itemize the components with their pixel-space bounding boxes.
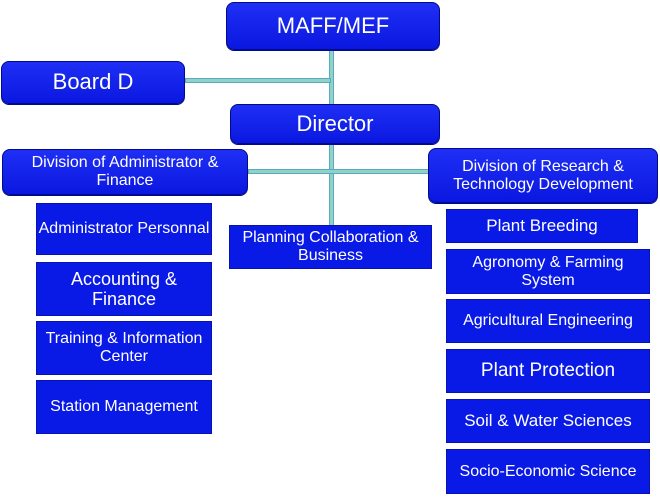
board-box: Board D bbox=[1, 61, 185, 104]
maff-mef-label: MAFF/MEF bbox=[276, 12, 390, 38]
admin-unit-accounting-finance: Accounting & Finance bbox=[36, 262, 212, 316]
admin-unit-label: Training & Information Center bbox=[45, 330, 203, 365]
connector-board bbox=[185, 78, 331, 83]
director-label: Director bbox=[296, 110, 374, 136]
research-unit-soil-water: Soil & Water Sciences bbox=[446, 399, 650, 443]
admin-unit-label: Administrator Personnal bbox=[38, 220, 210, 238]
research-unit-plant-breeding: Plant Breeding bbox=[446, 209, 638, 243]
admin-unit-station-management: Station Management bbox=[36, 380, 212, 434]
connector-top-director bbox=[329, 48, 334, 106]
research-unit-label: Plant Breeding bbox=[486, 216, 598, 236]
maff-mef-box: MAFF/MEF bbox=[226, 2, 440, 50]
research-unit-agronomy: Agronomy & Farming System bbox=[446, 249, 650, 294]
admin-unit-training-information: Training & Information Center bbox=[36, 321, 212, 375]
research-division-box: Division of Research & Technology Develo… bbox=[428, 148, 658, 203]
research-unit-agricultural-engineering: Agricultural Engineering bbox=[446, 299, 650, 343]
research-unit-label: Soil & Water Sciences bbox=[464, 411, 632, 431]
research-unit-label: Agronomy & Farming System bbox=[472, 253, 624, 289]
research-unit-label: Agricultural Engineering bbox=[463, 312, 633, 330]
connector-divisions bbox=[248, 169, 430, 174]
planning-box: Planning Collaboration & Business bbox=[229, 225, 432, 269]
research-unit-label: Socio-Economic Science bbox=[459, 462, 637, 480]
research-unit-plant-protection: Plant Protection bbox=[446, 349, 650, 393]
connector-director-planning bbox=[329, 142, 334, 226]
research-unit-label: Plant Protection bbox=[480, 360, 616, 382]
admin-unit-label: Accounting & Finance bbox=[70, 268, 178, 309]
admin-unit-administrator-personnal: Administrator Personnal bbox=[36, 203, 212, 255]
board-label: Board D bbox=[52, 69, 134, 95]
admin-unit-label: Station Management bbox=[50, 398, 198, 416]
planning-label: Planning Collaboration & Business bbox=[242, 229, 419, 264]
research-unit-socio-economic: Socio-Economic Science bbox=[446, 449, 650, 494]
admin-division-label: Division of Administrator & Finance bbox=[31, 154, 219, 189]
research-division-label: Division of Research & Technology Develo… bbox=[453, 157, 633, 193]
director-box: Director bbox=[230, 104, 440, 144]
admin-division-box: Division of Administrator & Finance bbox=[2, 149, 248, 195]
